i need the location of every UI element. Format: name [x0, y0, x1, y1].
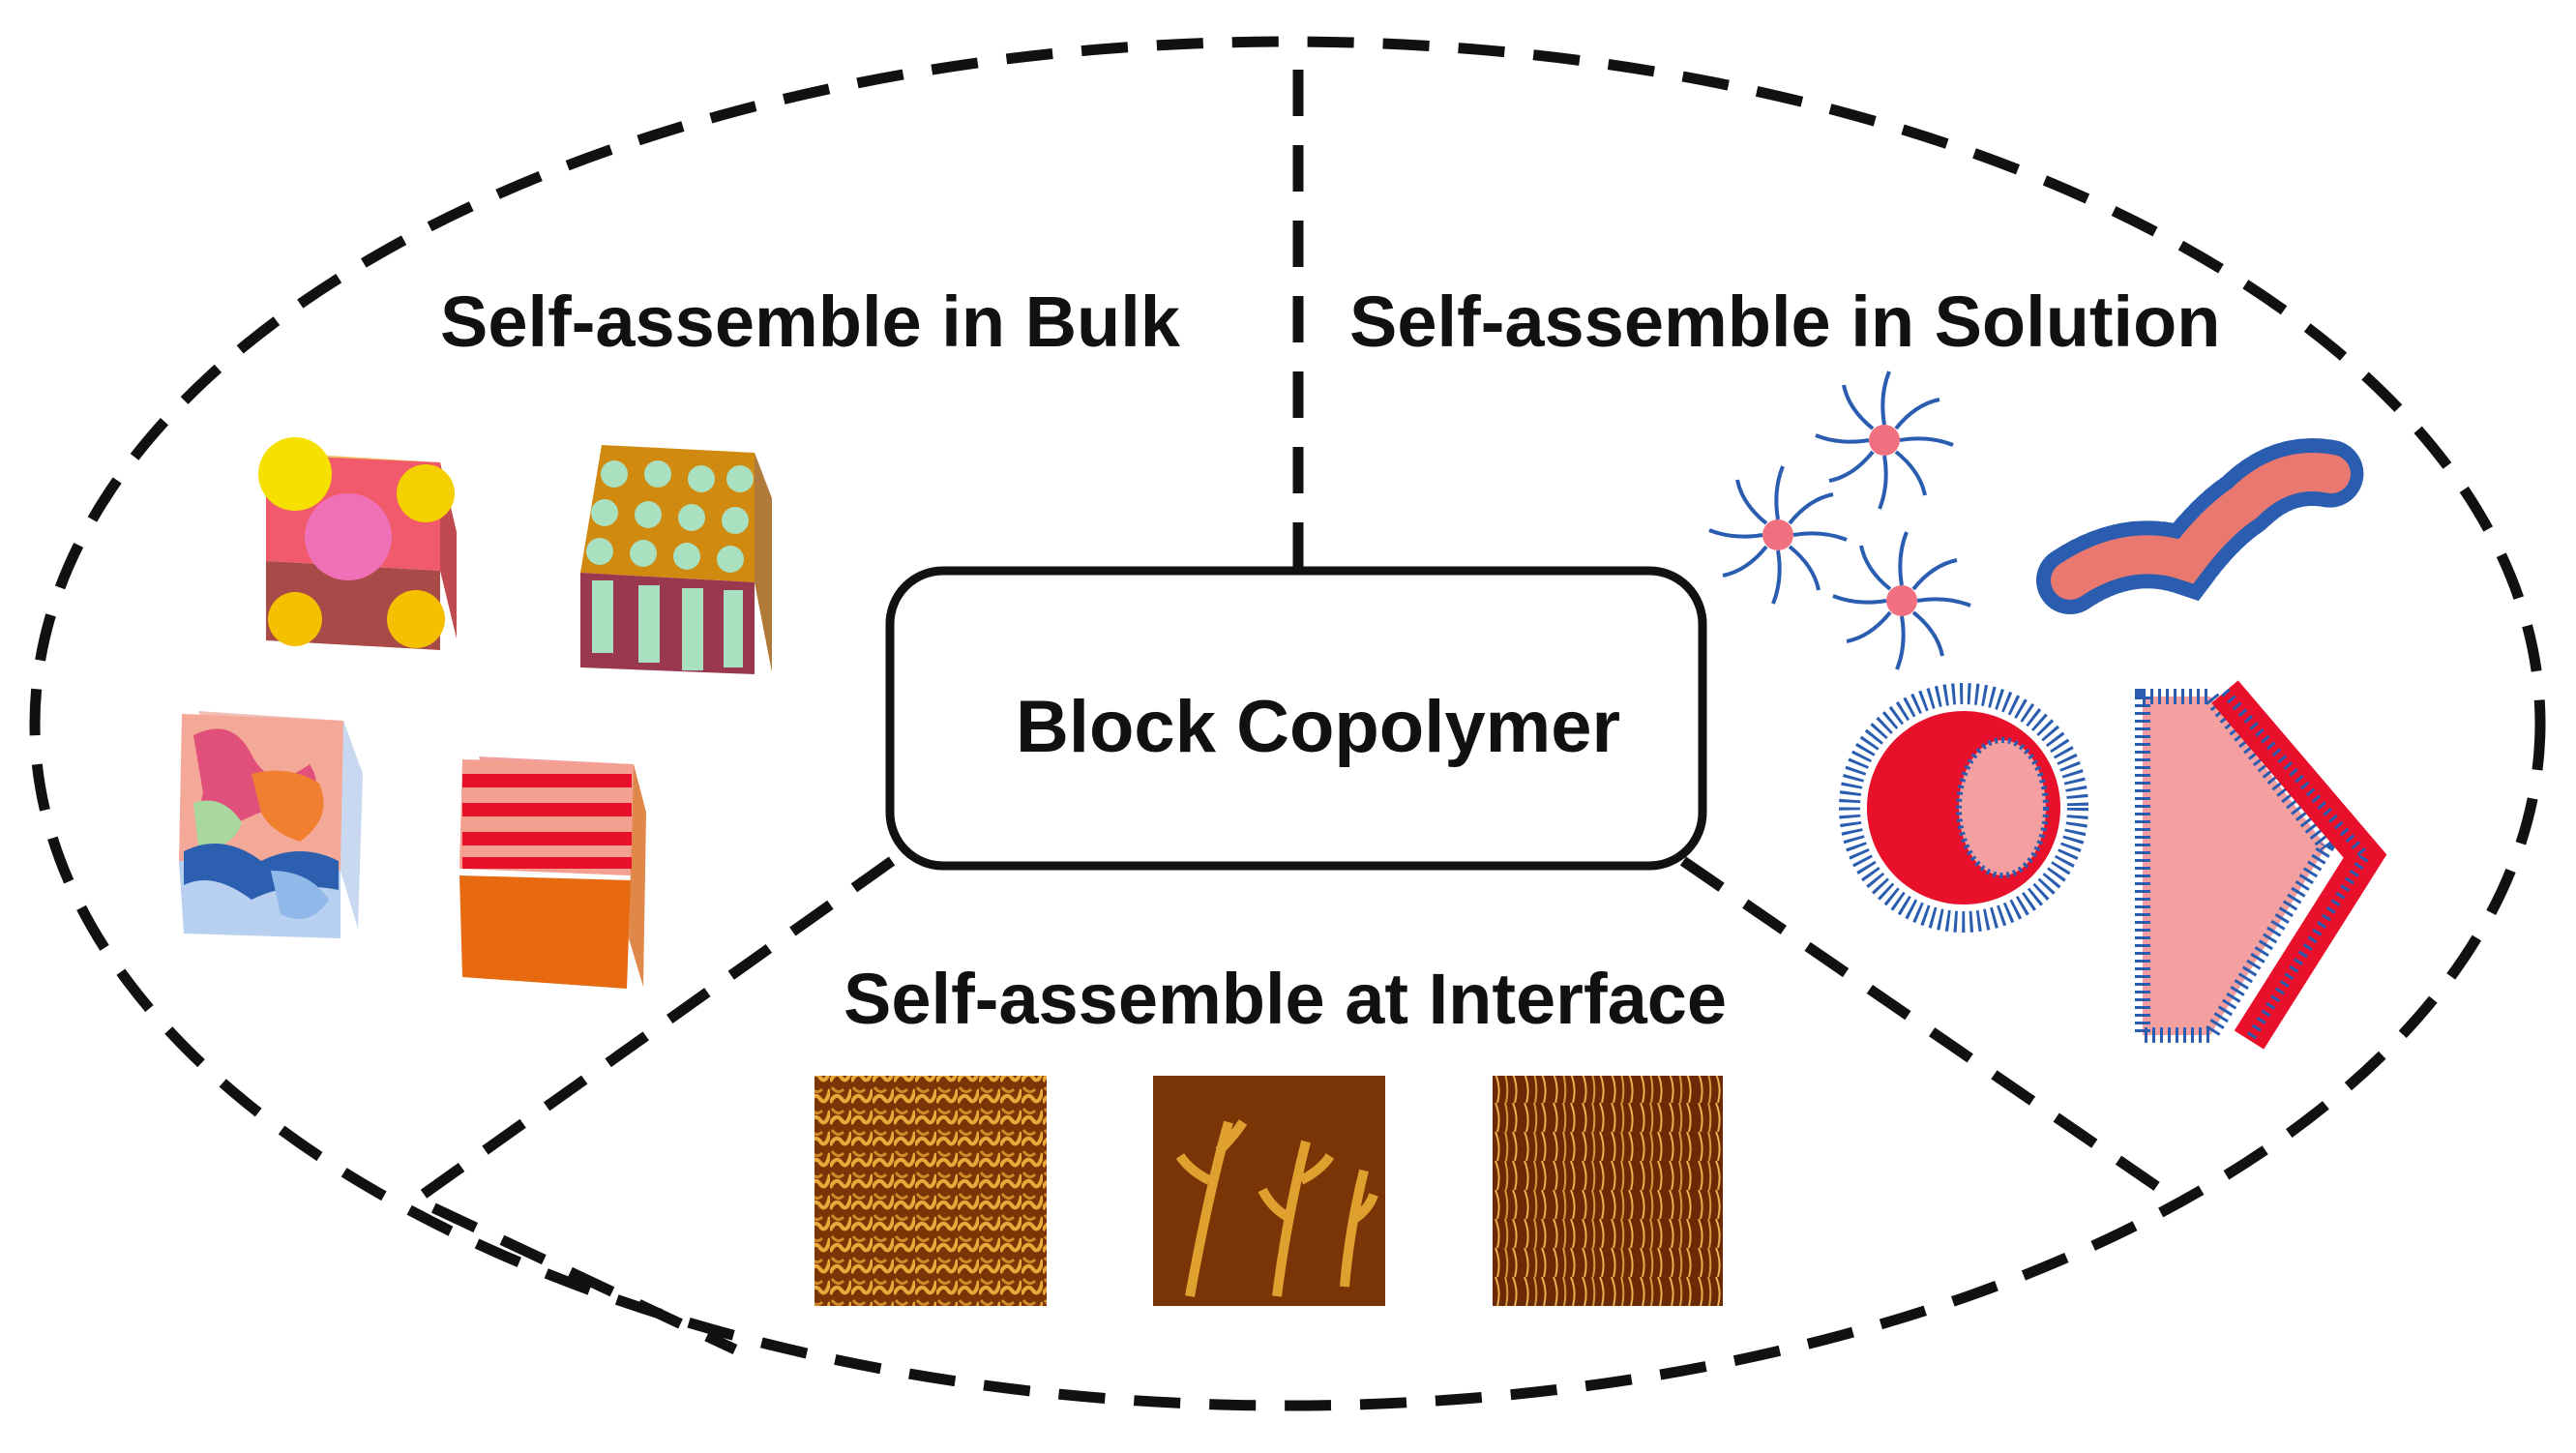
bilayer-sheet	[2135, 680, 2387, 1050]
micelle-small-3	[1832, 531, 1971, 670]
afm-image-3	[1493, 1076, 1723, 1306]
block-copolymer-label: Block Copolymer	[1016, 686, 1621, 768]
bulk-region-label: Self-assemble in Bulk	[440, 282, 1180, 362]
afm-image-2	[1153, 1076, 1385, 1306]
micelle-small-2	[1708, 465, 1848, 605]
worm-micelle	[2036, 438, 2365, 614]
cube-cylinders	[580, 445, 772, 674]
cube-gyroid	[179, 711, 363, 938]
divider-left-diagonal	[405, 856, 896, 1354]
afm-image-1	[814, 1076, 1047, 1306]
outer-dashed-ellipse	[29, 36, 2546, 1411]
cube-spheres	[258, 437, 457, 650]
micelle-small-1	[1815, 371, 1954, 510]
vesicle	[1839, 683, 2088, 933]
cube-lamellae	[459, 756, 646, 989]
divider-right-diagonal	[1679, 856, 2176, 1201]
center-box	[885, 566, 1707, 871]
solution-region-label: Self-assemble in Solution	[1349, 282, 2221, 362]
interface-region-label: Self-assemble at Interface	[844, 959, 1728, 1039]
